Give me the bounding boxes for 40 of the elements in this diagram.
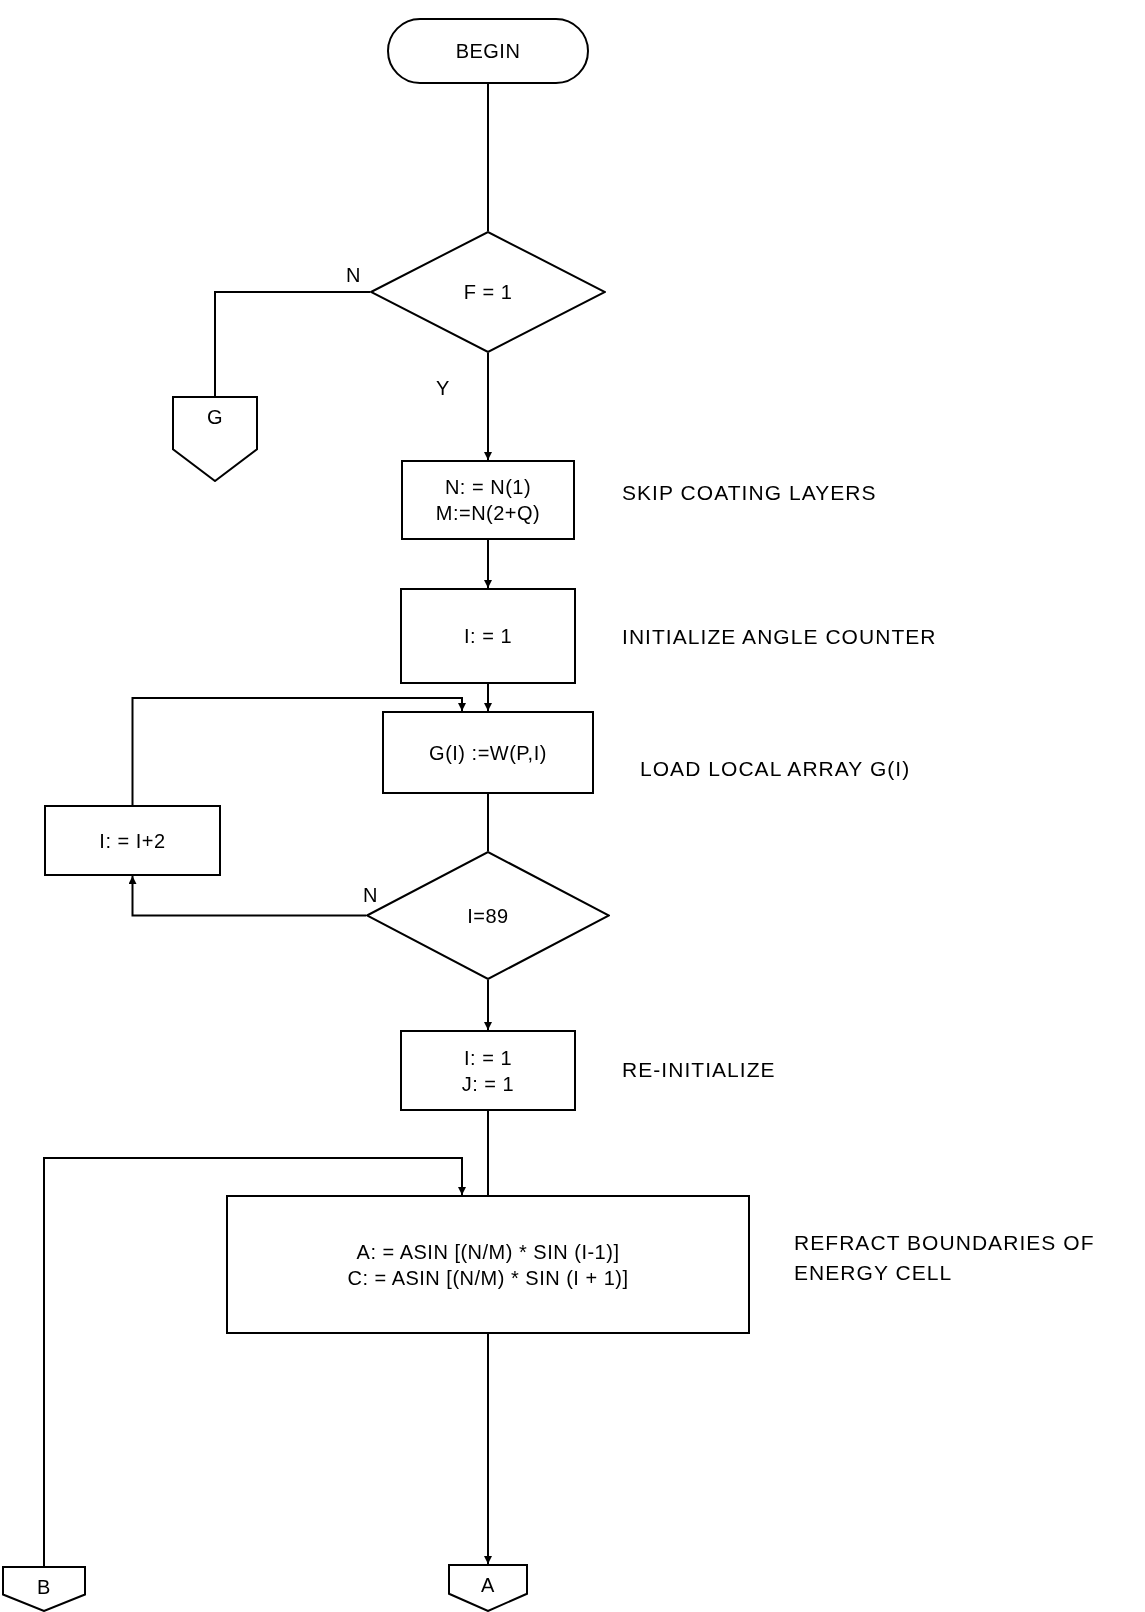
process-box [400, 1030, 576, 1111]
process-box [401, 460, 575, 540]
node-text: A [481, 1573, 495, 1598]
edge-label: Y [434, 378, 452, 398]
arrow [484, 1333, 492, 1565]
annotation-text: SKIP COATING LAYERS [622, 480, 878, 506]
node-text: B [37, 1575, 51, 1600]
arrow [43, 1157, 466, 1567]
node-text: I=89 [467, 903, 509, 929]
node-text: G(I) :=W(P,I) [429, 740, 547, 766]
annotation-text: RE-INITIALIZE [622, 1057, 777, 1083]
process-box [44, 805, 221, 876]
off-page-connector [172, 396, 258, 482]
node-text: A: = ASIN [(N/M) * SIN (I-1)] [356, 1239, 620, 1265]
node-text: C: = ASIN [(N/M) * SIN (I + 1)] [347, 1265, 629, 1291]
decision-diamond [366, 851, 610, 980]
arrow [128, 875, 367, 917]
arrow [484, 683, 492, 712]
annotation-text: REFRACT BOUNDARIES OF ENERGY CELL [794, 1230, 1096, 1286]
node-text: I: = I+2 [99, 828, 166, 854]
node-text: J: = 1 [461, 1071, 515, 1097]
node-text: M:=N(2+Q) [435, 501, 541, 526]
process-box [400, 588, 576, 684]
arrow [484, 979, 492, 1031]
node-text: I: = 1 [464, 1045, 512, 1071]
arrow [484, 352, 492, 461]
off-page-connector [2, 1566, 86, 1612]
process-box [382, 711, 594, 794]
decision-diamond [370, 231, 606, 353]
annotation-text: LOAD LOCAL ARRAY G(I) [640, 756, 912, 782]
arrow [484, 539, 492, 589]
node-text: G [206, 405, 224, 430]
process-box [226, 1195, 750, 1334]
node-text: BEGIN [455, 39, 521, 64]
off-page-connector [448, 1564, 528, 1612]
node-text: F = 1 [463, 280, 513, 305]
arrow [131, 697, 466, 806]
node-text: N: = N(1) [444, 475, 532, 500]
node-text: I: = 1 [464, 624, 512, 649]
annotation-text: INITIALIZE ANGLE COUNTER [622, 624, 938, 650]
